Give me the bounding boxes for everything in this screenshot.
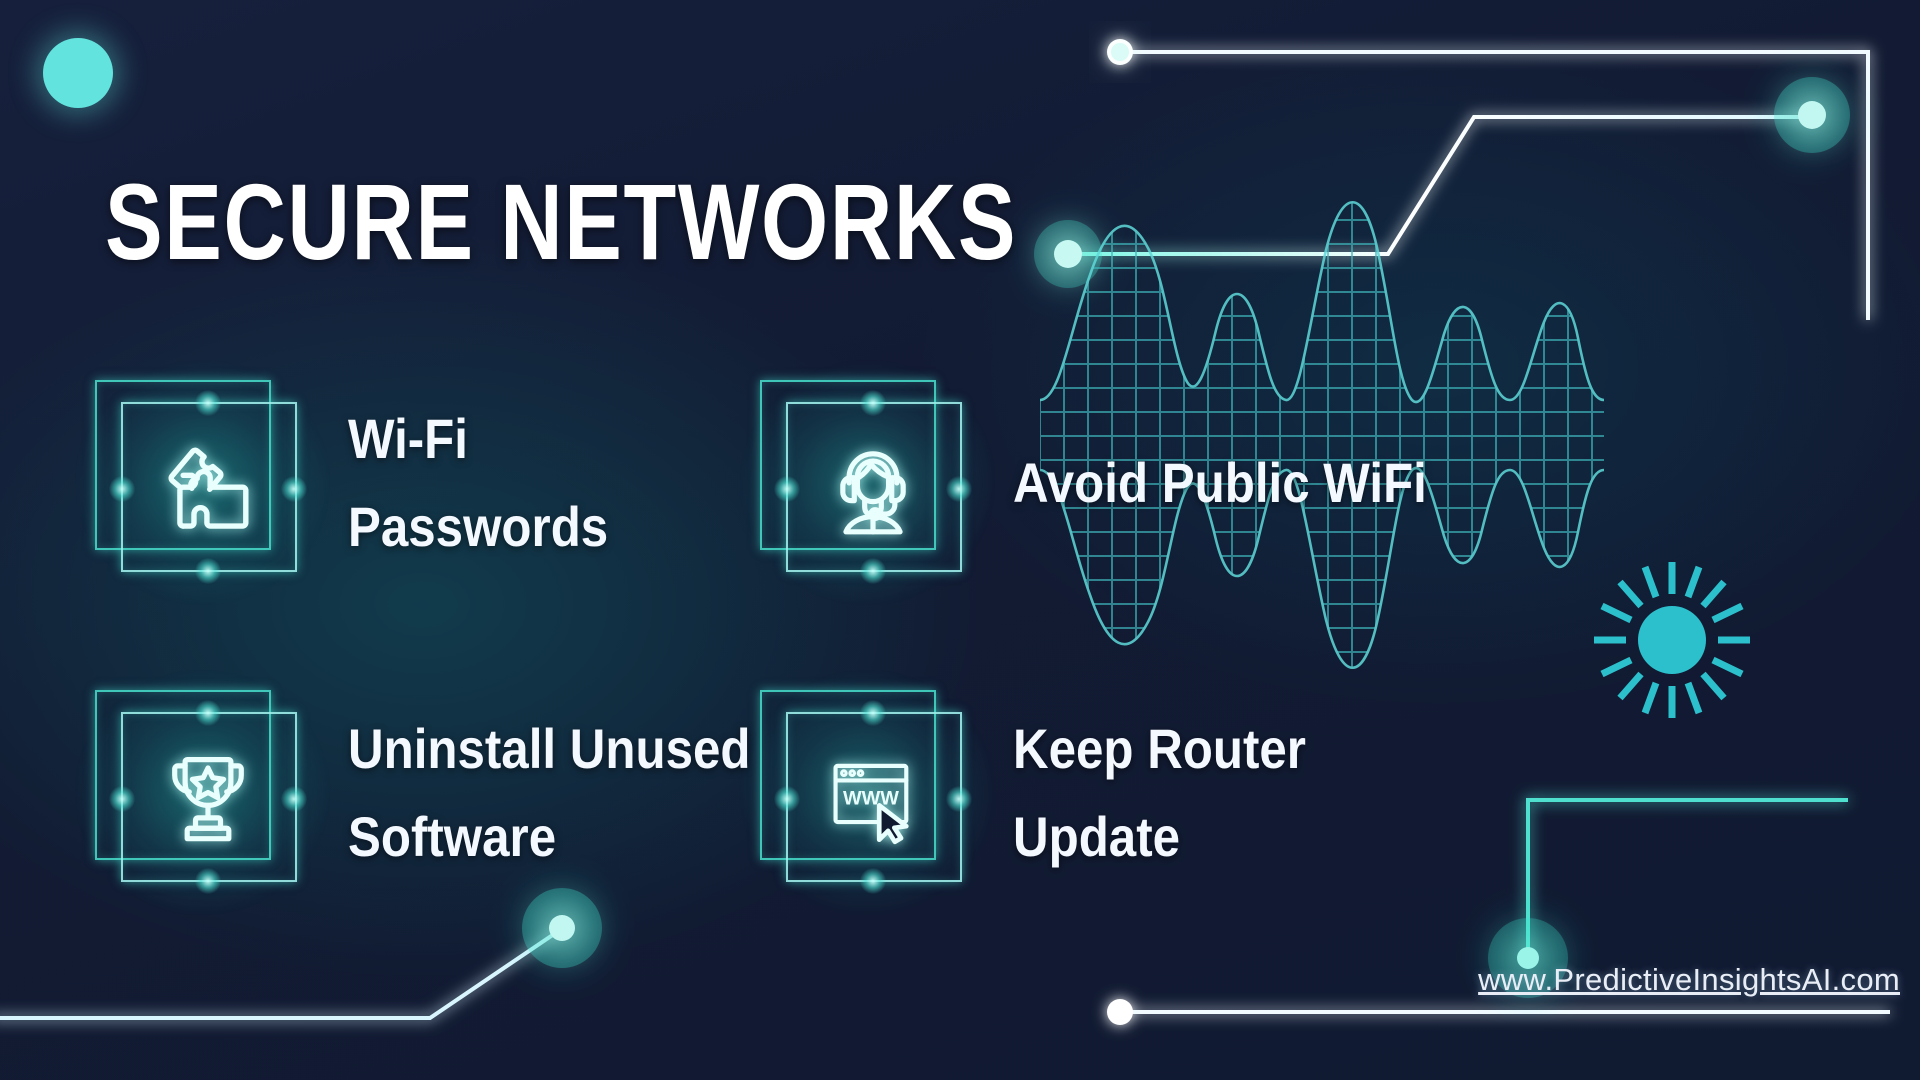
headset-support-agent-icon [798, 414, 948, 556]
puzzle-pieces-icon [133, 414, 283, 556]
website-url[interactable]: www.PredictiveInsightsAI.com [1478, 962, 1900, 997]
frame-spark-right [281, 786, 307, 812]
frame-spark-top [195, 700, 221, 726]
icon-frame-trophy [77, 672, 328, 913]
frame-spark-top [195, 390, 221, 416]
icon-frame-headset [742, 362, 993, 603]
feature-label-line2: Update [1013, 804, 1181, 868]
frame-spark-top [860, 700, 886, 726]
frame-spark-bottom [195, 868, 221, 894]
page-title: SECURE NETWORKS [105, 161, 1018, 282]
feature-label-line1: Keep Router [1013, 716, 1306, 780]
frame-spark-right [946, 786, 972, 812]
frame-spark-left [774, 476, 800, 502]
feature-label: Avoid Public WiFi [1013, 439, 1427, 527]
frame-spark-right [946, 476, 972, 502]
frame-spark-left [109, 786, 135, 812]
icon-frame-browser: WWW [742, 672, 993, 913]
frame-spark-right [281, 476, 307, 502]
frame-spark-bottom [860, 868, 886, 894]
frame-back [95, 380, 271, 550]
frame-spark-bottom [860, 558, 886, 584]
icon-frame-puzzle [77, 362, 328, 603]
feature-item-uninstall-unused-software[interactable]: Uninstall Unused Software [77, 672, 805, 913]
feature-label-line2: Passwords [348, 494, 609, 558]
feature-item-wifi-passwords[interactable]: Wi-Fi Passwords [77, 362, 644, 603]
frame-spark-bottom [195, 558, 221, 584]
frame-back [95, 690, 271, 860]
feature-item-avoid-public-wifi[interactable]: Avoid Public WiFi [742, 362, 1483, 603]
feature-label-line1: Wi-Fi [348, 406, 468, 470]
feature-item-keep-router-update[interactable]: WWW Keep Router Update [742, 672, 1346, 913]
feature-label: Keep Router Update [1013, 705, 1306, 881]
frame-spark-left [109, 476, 135, 502]
feature-label: Uninstall Unused Software [348, 705, 751, 881]
trophy-star-icon [133, 724, 283, 866]
browser-window-www-cursor-icon: WWW [798, 724, 948, 866]
frame-spark-top [860, 390, 886, 416]
feature-label: Wi-Fi Passwords [348, 395, 608, 571]
frame-spark-left [774, 786, 800, 812]
feature-label-line1: Avoid Public WiFi [1013, 450, 1427, 514]
feature-label-line2: Software [348, 804, 557, 868]
cyan-circle-decoration [43, 38, 113, 108]
feature-label-line1: Uninstall Unused [348, 716, 751, 780]
www-icon-text: WWW [843, 787, 899, 809]
frame-back [760, 380, 936, 550]
frame-back [760, 690, 936, 860]
